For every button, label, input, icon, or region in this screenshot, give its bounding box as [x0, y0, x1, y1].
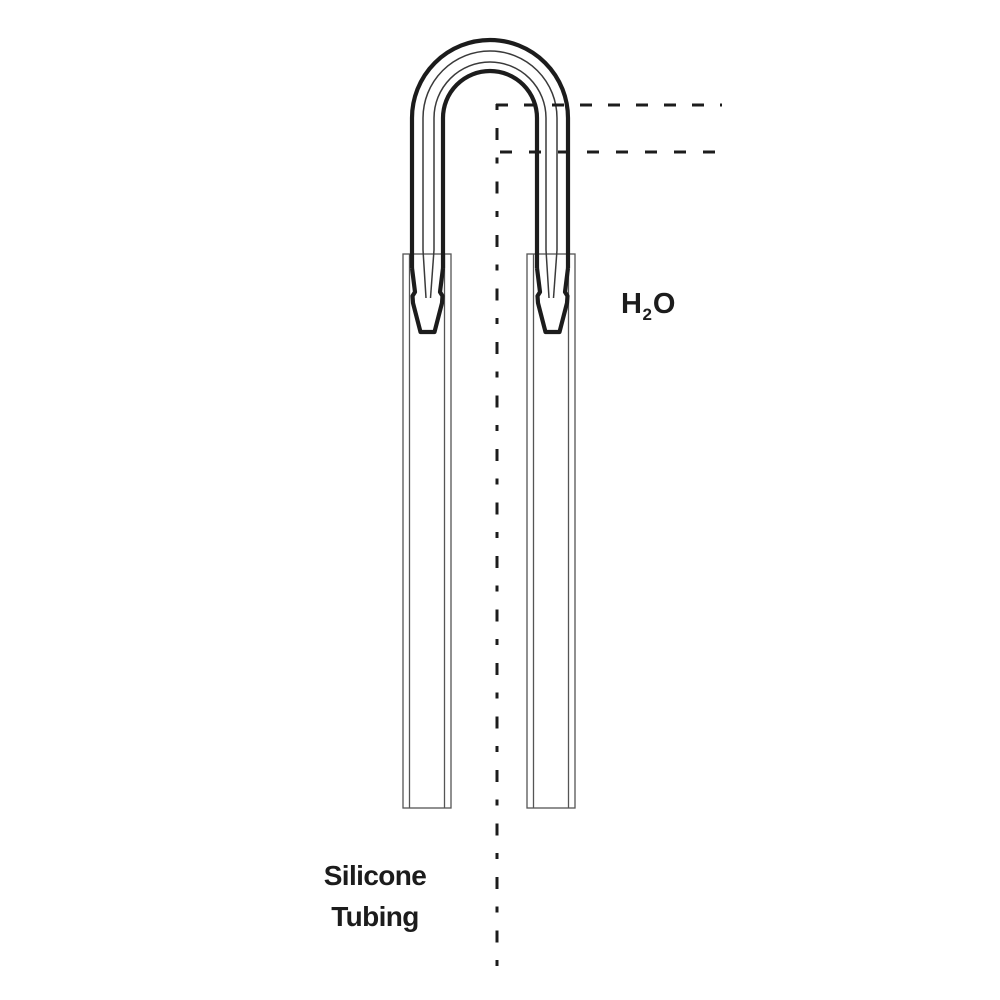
- silicone-tube-right: [526, 253, 576, 809]
- u-tube-bore-inner: [433, 61, 547, 250]
- tubing-label-line-1: Silicone: [323, 860, 427, 891]
- water-label-subscript: 2: [642, 305, 652, 324]
- u-tube-bore-outer: [422, 50, 558, 250]
- dashed-reference-lines: [495, 103, 722, 966]
- water-label-h: H: [621, 288, 642, 320]
- water-label-o: O: [652, 288, 676, 320]
- tubing-label-line-2: Tubing: [331, 901, 419, 932]
- silicone-tube-left: [402, 253, 452, 809]
- barb-fitting-left: [409, 249, 446, 335]
- u-tube-inner-wall: [440, 68, 540, 268]
- barb-fitting-right: [534, 249, 571, 335]
- water-label: H2O: [621, 287, 675, 325]
- silicone-tubing-label: Silicone Tubing: [300, 855, 450, 937]
- glass-u-tube: [409, 37, 571, 268]
- u-tube-outer-wall: [409, 37, 571, 268]
